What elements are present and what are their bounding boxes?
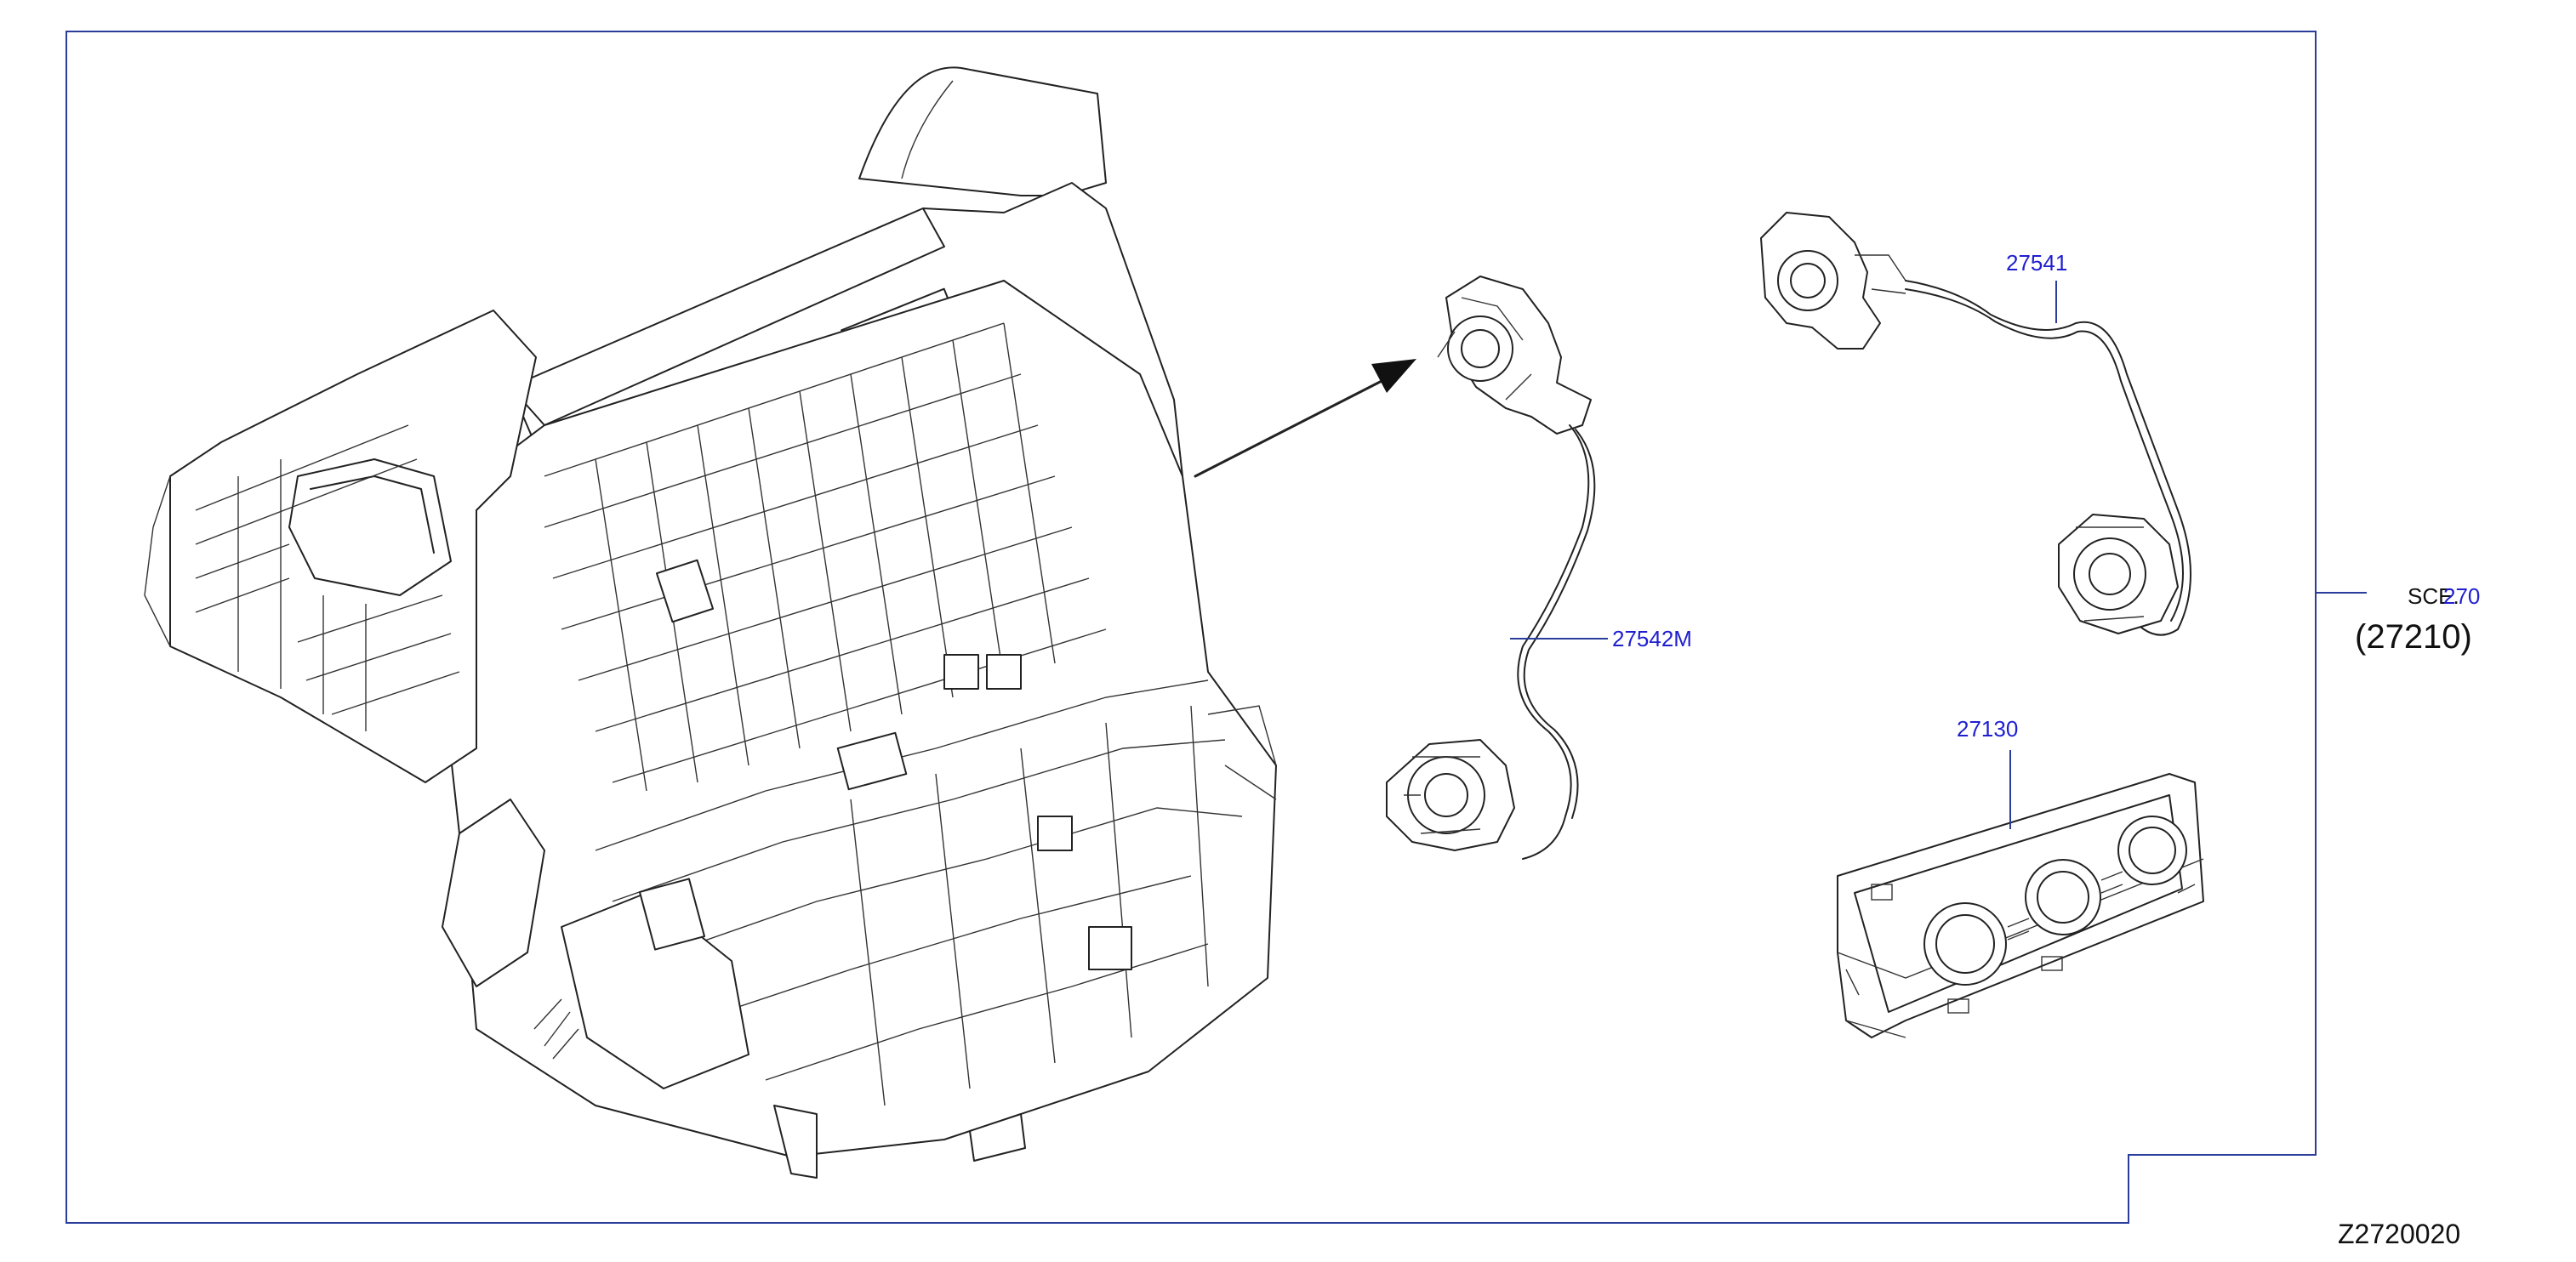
callout-27130[interactable]: 27130 xyxy=(1957,716,2018,742)
section-label: SCE. xyxy=(2408,583,2459,609)
section-number[interactable]: 270 xyxy=(2443,583,2480,609)
control-panel-27130-drawing xyxy=(1837,773,2204,1038)
pointer-arrow xyxy=(1194,359,1416,478)
heater-unit-drawing xyxy=(144,66,1277,1179)
section-code: (27210) xyxy=(2355,618,2472,656)
diagram-id: Z2720020 xyxy=(2338,1219,2460,1249)
harness-27541-drawing xyxy=(1760,212,2191,636)
harness-27542m-drawing xyxy=(1386,276,1596,860)
callout-27541[interactable]: 27541 xyxy=(2006,250,2067,276)
section-frame xyxy=(66,31,2317,1224)
callout-27542m[interactable]: 27542M xyxy=(1612,626,1692,651)
